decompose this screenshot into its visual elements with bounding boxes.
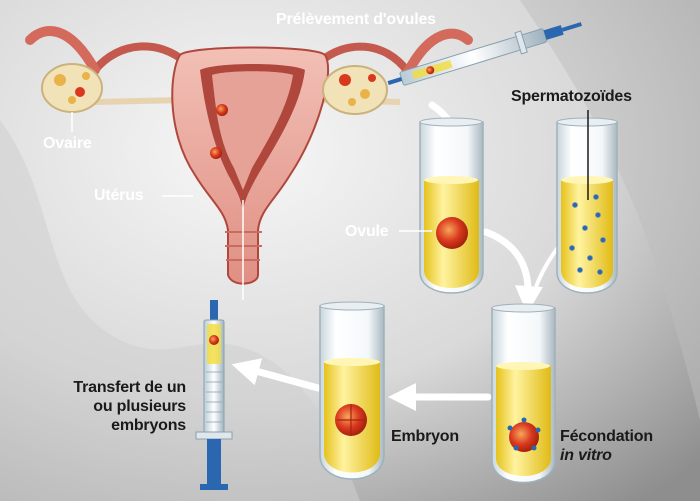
test-tube-icon [556, 117, 618, 294]
body-silhouette-right [520, 0, 700, 420]
oocyte [436, 217, 468, 249]
body-silhouette [0, 120, 360, 501]
label-uterus: Utérus [94, 187, 144, 204]
label-embryo: Embryon [391, 428, 459, 445]
test-tube-icon [491, 303, 556, 484]
label-oocyte: Ovule [345, 223, 389, 240]
label-ovary: Ovaire [43, 135, 92, 152]
test-tube-icon [319, 301, 385, 480]
test-tube-icon [419, 117, 484, 294]
syringe-icon [387, 22, 582, 86]
label-fertilization-line2: in vitro [560, 447, 612, 464]
ovary-left [41, 63, 103, 113]
uterus-illustration [25, 26, 473, 300]
syringe-icon [195, 300, 233, 490]
ovary-right [322, 65, 388, 115]
label-transfer-line2: ou plusieurs [93, 398, 186, 415]
label-fertilization-line1: Fécondation [560, 428, 653, 445]
label-transfer-line1: Transfert de un [73, 379, 186, 396]
label-sperm: Spermatozoïdes [511, 88, 632, 105]
label-transfer-line3: embryons [111, 417, 186, 434]
label-fertilization: Fécondation in vitro [560, 427, 653, 465]
fertilized-egg [509, 422, 539, 452]
label-transfer: Transfert de un ou plusieurs embryons [20, 378, 186, 435]
label-egg-retrieval: Prélèvement d'ovules [276, 11, 436, 28]
